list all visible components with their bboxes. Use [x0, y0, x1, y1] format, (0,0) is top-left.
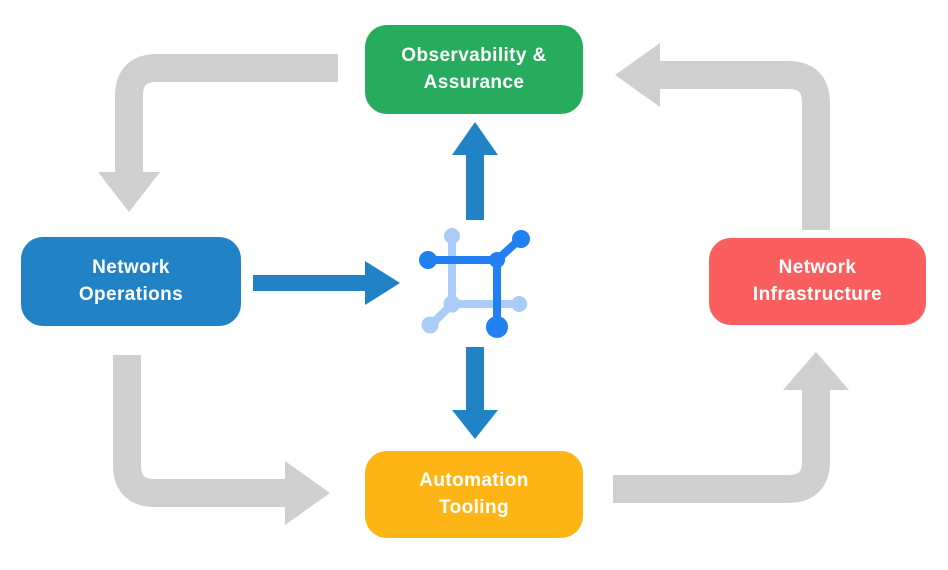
- gray-arrow-network-infrastructure-to-observability: [615, 43, 830, 230]
- node-network-infrastructure-label: Network Infrastructure: [752, 256, 883, 305]
- network-automation-icon: [419, 228, 530, 338]
- gray-arrow-observability-to-network-operations: [98, 54, 338, 212]
- gray-arrow-network-operations-to-automation-tooling: [113, 355, 330, 525]
- node-automation-tooling: Automation Tooling: [365, 451, 583, 538]
- node-observability-assurance: Observability & Assurance: [365, 25, 583, 114]
- arrowhead-right-icon: [365, 261, 400, 305]
- arrowhead-up-icon: [783, 352, 849, 390]
- blue-arrow-network-operations-to-center: [253, 261, 400, 305]
- node-network-operations: Network Operations: [21, 237, 241, 326]
- node-automation-tooling-label: Automation Tooling: [419, 469, 529, 518]
- arrowhead-down-icon: [452, 410, 498, 439]
- node-network-operations-label: Network Operations: [78, 256, 184, 305]
- arrowhead-up-icon: [452, 122, 498, 155]
- blue-arrow-center-to-automation-tooling: [452, 347, 498, 439]
- gray-arrow-automation-tooling-to-network-infrastructure: [613, 352, 849, 503]
- arrowhead-right-icon: [285, 461, 330, 525]
- arrowhead-left-icon: [615, 43, 660, 107]
- arrowhead-down-icon: [98, 172, 160, 212]
- node-network-infrastructure: Network Infrastructure: [709, 238, 926, 325]
- node-observability-assurance-label: Observability & Assurance: [401, 44, 547, 93]
- blue-arrow-center-to-observability: [452, 122, 498, 220]
